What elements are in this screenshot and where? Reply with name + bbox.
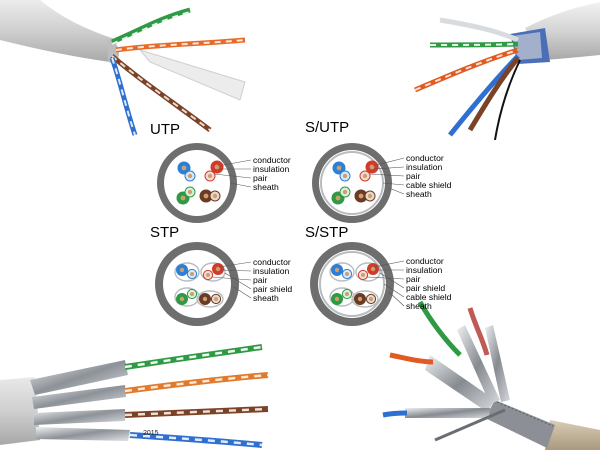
pair-shields	[174, 262, 226, 308]
stp-cross-section: conductor insulation pair pair shield sh…	[155, 242, 292, 326]
sutp-label-sheath: sheath	[406, 189, 432, 199]
utp-cable-photo	[0, 0, 246, 136]
sutp-label-conductor: conductor	[406, 153, 444, 163]
brown-pair	[199, 189, 221, 203]
sutp-label-cable-shield: cable shield	[406, 180, 452, 190]
sstp-label-pair: pair	[406, 274, 420, 284]
stp-label-pair: pair	[253, 275, 267, 285]
green-pair	[176, 186, 196, 205]
sstp-cable-photo	[382, 300, 600, 450]
photo-caption: 2015	[143, 430, 159, 437]
sstp-cross-section: conductor insulation pair pair shield ca…	[310, 242, 452, 326]
blue-pair	[177, 161, 196, 182]
sutp-cable-photo	[414, 2, 600, 140]
stp-label-pair-shield: pair shield	[253, 284, 292, 294]
utp-label-pair: pair	[253, 173, 267, 183]
red-pair	[204, 160, 224, 182]
title-stp: STP	[150, 224, 180, 241]
utp-label-sheath: sheath	[253, 182, 279, 192]
sstp-label-cable-shield: cable shield	[406, 292, 452, 302]
sstp-label-pair-shield: pair shield	[406, 283, 445, 293]
title-utp: UTP	[150, 121, 180, 138]
stp-label-conductor: conductor	[253, 257, 291, 267]
stp-cable-photo	[0, 344, 269, 448]
sstp-label-insulation: insulation	[406, 265, 443, 275]
title-sutp: S/UTP	[305, 119, 350, 136]
utp-label-conductor: conductor	[253, 155, 291, 165]
stp-label-sheath: sheath	[253, 293, 279, 303]
title-sstp: S/STP	[305, 224, 349, 241]
utp-label-insulation: insulation	[253, 164, 290, 174]
sstp-label-sheath: sheath	[406, 301, 432, 311]
sutp-label-pair: pair	[406, 171, 420, 181]
utp-cross-section: conductor insulation pair sheath	[157, 143, 291, 223]
sutp-cross-section: conductor insulation pair cable shield s…	[312, 143, 452, 223]
stp-label-insulation: insulation	[253, 266, 290, 276]
sutp-label-insulation: insulation	[406, 162, 443, 172]
sstp-label-conductor: conductor	[406, 256, 444, 266]
